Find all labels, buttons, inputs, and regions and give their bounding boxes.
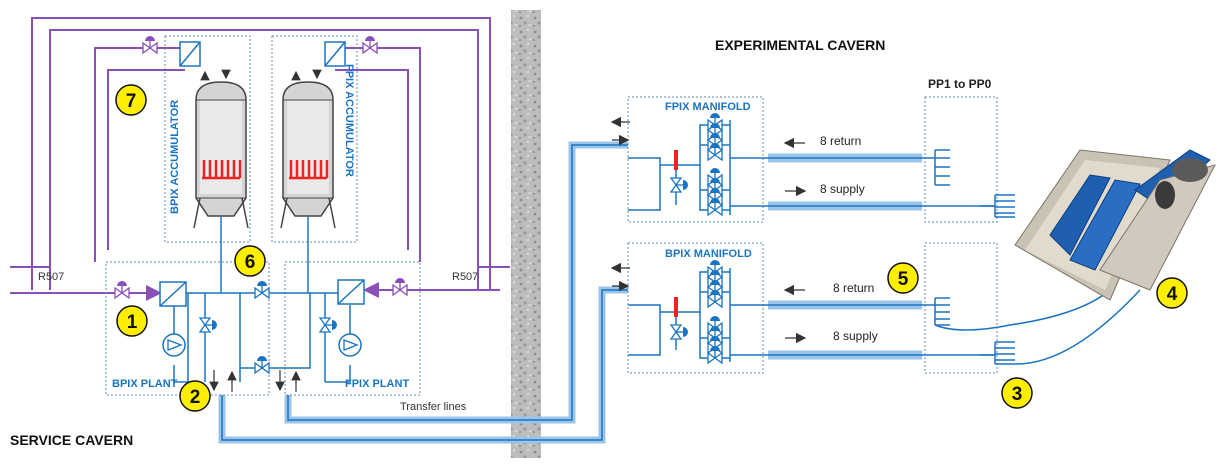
refrigerant-valve bbox=[392, 277, 408, 296]
patch-panel-box-top bbox=[924, 96, 998, 223]
bpix-accumulator-vessel bbox=[193, 81, 249, 229]
callout-label: 1 bbox=[127, 312, 138, 333]
bpix-return-label: 8 return bbox=[833, 281, 874, 295]
callout-label: 6 bbox=[245, 252, 256, 273]
bpix-accumulator-box bbox=[164, 35, 251, 243]
bypass-valve bbox=[319, 317, 338, 333]
fpix-heater bbox=[289, 160, 329, 180]
callout-label: 7 bbox=[126, 91, 137, 112]
bpix-heater bbox=[202, 160, 242, 180]
fpix-return-label: 8 return bbox=[820, 134, 861, 148]
callout-label: 5 bbox=[898, 269, 909, 290]
bpix-manifold-valves bbox=[707, 259, 723, 364]
bpix-manifold-label: BPIX MANIFOLD bbox=[665, 248, 752, 260]
transfer-lines-label: Transfer lines bbox=[400, 401, 467, 413]
callout-6: 6 bbox=[234, 245, 266, 277]
service-cavern-label: SERVICE CAVERN bbox=[10, 432, 133, 448]
bpix-accumulator-label: BPIX ACCUMULATOR bbox=[169, 100, 181, 214]
cavern-wall bbox=[511, 10, 541, 458]
refrigerant-valve bbox=[142, 35, 158, 54]
patch-panel-box-bottom bbox=[924, 242, 998, 374]
fpix-plant-label: FPIX PLANT bbox=[345, 378, 409, 390]
callout-label: 2 bbox=[190, 387, 201, 408]
fpix-accumulator-box bbox=[271, 35, 358, 243]
callout-5: 5 bbox=[887, 262, 919, 294]
refrigerant-loop bbox=[10, 17, 510, 301]
fpix-accumulator-vessel bbox=[280, 81, 336, 229]
cross-connect-valve bbox=[254, 280, 270, 299]
experimental-cavern-label: EXPERIMENTAL CAVERN bbox=[715, 37, 885, 53]
fpix-manifold-box bbox=[627, 96, 764, 223]
fpix-supply-label: 8 supply bbox=[820, 182, 865, 196]
bpix-supply-label: 8 supply bbox=[833, 329, 878, 343]
fpix-manifold-label: FPIX MANIFOLD bbox=[665, 101, 751, 113]
fpix-manifold-valves bbox=[707, 112, 723, 216]
bypass-valve bbox=[199, 317, 218, 333]
callout-label: 4 bbox=[1167, 284, 1178, 305]
cross-connect-valve bbox=[254, 355, 270, 374]
callout-1: 1 bbox=[116, 305, 148, 337]
refrigerant-label-left: R507 bbox=[38, 271, 64, 283]
callout-label: 3 bbox=[1012, 384, 1023, 405]
patch-panel-combs bbox=[922, 149, 1141, 365]
callout-7: 7 bbox=[115, 84, 147, 116]
pixel-detector bbox=[1014, 149, 1216, 301]
refrigerant-label-right: R507 bbox=[452, 271, 478, 283]
callout-3: 3 bbox=[1001, 377, 1033, 409]
bpix-manifold-box bbox=[627, 242, 764, 374]
refrigerant-valve bbox=[114, 280, 130, 299]
callout-2: 2 bbox=[179, 380, 211, 412]
callout-4: 4 bbox=[1156, 277, 1188, 309]
fpix-accumulator-label: FPIX ACCUMULATOR bbox=[343, 64, 355, 177]
refrigerant-valve bbox=[362, 35, 378, 54]
bpix-pump bbox=[162, 333, 186, 357]
bpix-plant-label: BPIX PLANT bbox=[112, 378, 178, 390]
fpix-plant-box bbox=[284, 261, 421, 396]
patch-panel-label: PP1 to PP0 bbox=[928, 77, 992, 91]
fpix-pump bbox=[338, 333, 362, 357]
